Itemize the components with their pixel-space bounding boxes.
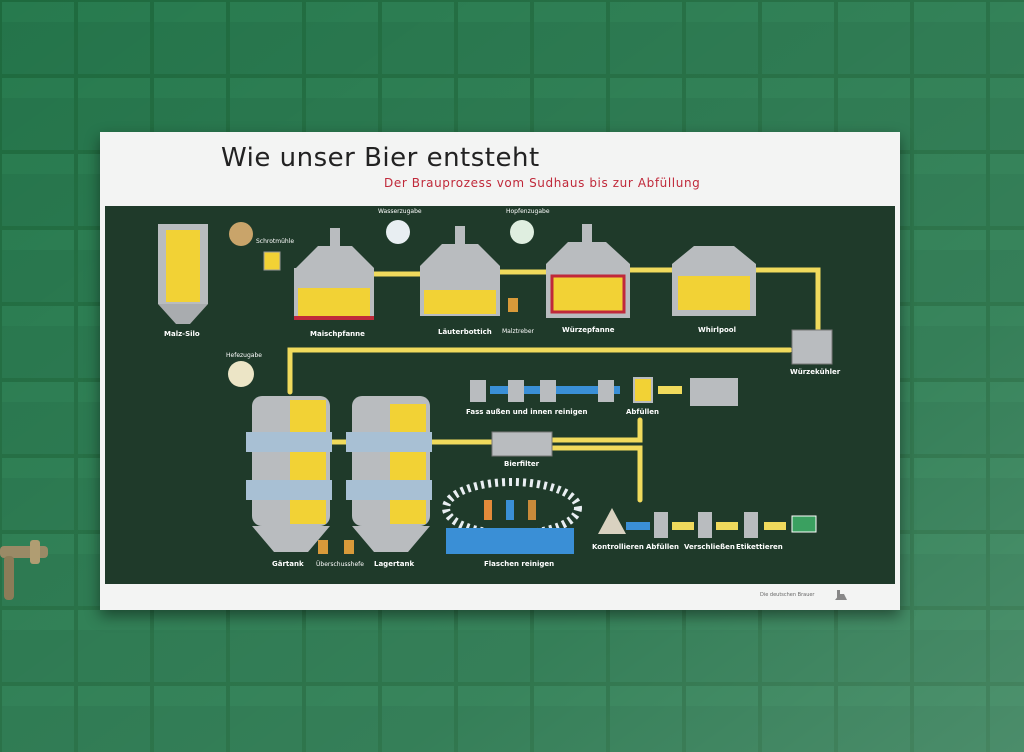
label-etikettieren: Etikettieren [736,543,783,551]
malt-grain-icon [229,222,253,246]
label-verschliessen: Verschließen [684,543,735,551]
poster-subtitle: Der Brauprozess vom Sudhaus bis zur Abfü… [384,176,701,190]
bottle-filling-line [598,508,817,538]
label-malz-silo: Malz-Silo [164,330,200,338]
bierfilter-unit [491,431,553,457]
ueberschusshefe-arrow-icon-2 [344,540,354,554]
poster-footer-brand: Die deutschen Brauer [760,592,815,598]
label-kontrollieren: Kontrollieren [592,543,644,551]
faucet [0,540,48,600]
label-hefezugabe: Hefezugabe [226,352,262,359]
malztreber-arrow-icon [508,298,518,312]
ueberschusshefe-arrow-icon [318,540,328,554]
label-whirlpool: Whirlpool [698,326,736,334]
wuerzepfanne-vessel [546,224,630,318]
label-maischpfanne: Maischpfanne [310,330,365,338]
label-abfuellen-flasche: Abfüllen [646,543,679,551]
gaertank-vessel [246,396,332,552]
mill-icon [263,251,281,271]
label-laeuterbottich: Läuterbottich [438,328,492,336]
label-ueberschusshefe: Überschusshefe [316,561,364,568]
label-schrotmuehle: Schrotmühle [256,238,295,245]
label-bierfilter: Bierfilter [504,460,540,468]
keg-cleaning-line [470,377,738,406]
wuerzekuehler-unit [791,329,833,365]
yeast-icon [228,361,254,387]
hop-icon [510,220,534,244]
label-malztreber: Malztreber [502,328,535,335]
label-flaschen-reinigen: Flaschen reinigen [484,560,555,568]
laeuterbottich-vessel [420,226,500,316]
label-abfuellen-fass: Abfüllen [626,408,659,416]
label-fass-reinigen: Fass außen und innen reinigen [466,408,588,416]
lagertank-vessel [346,396,432,552]
label-wuerzekuehler: Würzekühler [790,368,841,376]
label-hopfenzugabe: Hopfenzugabe [506,208,550,215]
label-gaertank: Gärtank [272,560,304,568]
water-icon [386,220,410,244]
whirlpool-vessel [672,246,756,316]
maischpfanne-vessel [294,228,374,320]
malz-silo [158,224,208,324]
label-wasserzugabe: Wasserzugabe [378,208,422,215]
poster-title: Wie unser Bier entsteht [221,143,540,173]
bottle-cleaning-machine [442,478,582,554]
label-wuerzepfanne: Würzepfanne [562,326,615,334]
label-lagertank: Lagertank [374,560,415,568]
brewer-logo-icon [835,590,847,600]
